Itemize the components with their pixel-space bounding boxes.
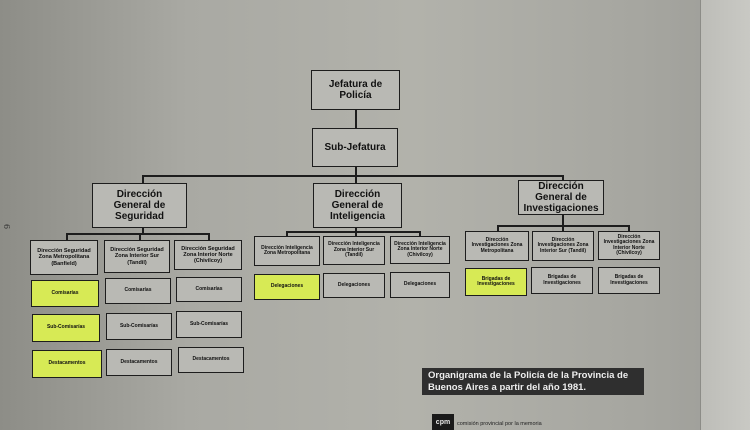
comisarias-metropolitana: Comisarías (31, 280, 99, 307)
destacamentos-metropolitana: Destacamentos (32, 350, 102, 378)
cpm-footer-text: comisión provincial por la memoria (457, 421, 542, 427)
connector (142, 175, 563, 177)
cpm-logo: cpm (432, 414, 454, 430)
subjefatura-box: Sub-Jefatura (312, 128, 398, 167)
subcomisarias-norte: Sub-Comisarías (176, 311, 242, 338)
comisarias-norte: Comisarías (176, 277, 242, 302)
connector (355, 110, 357, 128)
investigaciones-metropolitana-header: Dirección Investigaciones Zona Metropoli… (465, 231, 529, 261)
connector (286, 231, 420, 233)
investigaciones-sur-header: Dirección Investigaciones Zona Interior … (532, 231, 594, 261)
connector (355, 231, 357, 236)
connector (562, 225, 564, 231)
connector (66, 233, 68, 240)
investigaciones-norte-header: Dirección Investigaciones Zona Interior … (598, 231, 660, 260)
delegaciones-metropolitana: Delegaciones (254, 274, 320, 300)
seguridad-metropolitana-header: Dirección Seguridad Zona Metropolitana (… (30, 240, 98, 275)
inteligencia-metropolitana-header: Dirección Inteligencia Zona Metropolitan… (254, 236, 320, 266)
page-marker: 6 (2, 223, 12, 230)
connector (208, 233, 210, 240)
connector (419, 231, 421, 236)
connector (66, 233, 209, 235)
destacamentos-norte: Destacamentos (178, 347, 244, 373)
brigadas-sur: Brigadas de Investigaciones (531, 267, 593, 294)
comisarias-sur: Comisarías (105, 278, 171, 304)
inteligencia-norte-header: Dirección Inteligencia Zona Interior Nor… (390, 236, 450, 264)
delegaciones-sur: Delegaciones (323, 273, 385, 298)
subcomisarias-sur: Sub-Comisarías (106, 313, 172, 340)
brigadas-metropolitana: Brigadas de Investigaciones (465, 268, 527, 296)
connector (142, 175, 144, 183)
caption-box: Organigrama de la Policía de la Provinci… (422, 368, 644, 395)
direccion-seguridad-box: Dirección General de Seguridad (92, 183, 187, 228)
connector (355, 167, 357, 175)
jefatura-box: Jefatura de Policía (311, 70, 400, 110)
connector (355, 228, 357, 232)
subcomisarias-metropolitana: Sub-Comisarías (32, 314, 100, 342)
brigadas-norte: Brigadas de Investigaciones (598, 267, 660, 294)
connector (142, 228, 144, 234)
direccion-inteligencia-box: Dirección General de Inteligencia (313, 183, 402, 228)
connector (286, 231, 288, 236)
connector (139, 233, 141, 240)
direccion-investigaciones-box: Dirección General de Investigaciones (518, 180, 604, 215)
paper-edge (700, 0, 750, 430)
connector (497, 225, 499, 231)
seguridad-sur-header: Dirección Seguridad Zona Interior Sur (T… (104, 240, 170, 273)
seguridad-norte-header: Dirección Seguridad Zona Interior Norte … (174, 240, 242, 270)
connector (562, 215, 564, 226)
inteligencia-sur-header: Dirección Inteligencia Zona Interior Sur… (323, 236, 385, 265)
connector (355, 175, 357, 183)
connector (628, 225, 630, 231)
destacamentos-sur: Destacamentos (106, 349, 172, 376)
connector (562, 175, 564, 180)
delegaciones-norte: Delegaciones (390, 272, 450, 298)
